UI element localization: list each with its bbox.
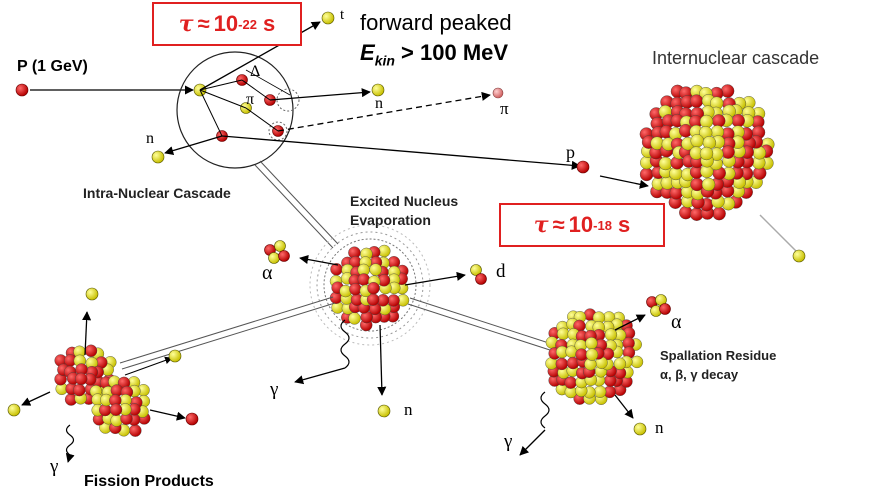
nucleon: [585, 337, 598, 350]
nucleon: [701, 177, 716, 192]
transition-to-excited: [254, 160, 339, 249]
nucleon: [604, 328, 618, 341]
proton-label: p: [566, 142, 575, 162]
delta-label: Δ: [250, 63, 260, 80]
transition-lines: [119, 296, 556, 376]
nucleon: [658, 156, 673, 171]
nucleon: [367, 282, 380, 295]
nucleon: [699, 114, 714, 129]
fission-emissions: [7, 287, 199, 463]
triton-label: t: [340, 7, 345, 23]
ekin-threshold: > 100 MeV: [401, 40, 508, 65]
nucleon: [712, 206, 726, 221]
approx-symbol: ≈: [197, 11, 210, 36]
incoming-proton: [15, 83, 194, 97]
gamma-right-label: γ: [503, 431, 512, 452]
nucleon: [84, 344, 98, 357]
ekin-threshold-text: > 100 MeV: [401, 40, 509, 65]
nucleon: [129, 424, 142, 437]
time-base: 10: [213, 11, 239, 36]
nucleon: [357, 273, 370, 286]
nucleon: [613, 357, 627, 370]
tau-symbol: τ: [533, 212, 549, 238]
spallation-emissions: [519, 294, 671, 456]
nucleon: [564, 376, 577, 389]
nucleon: [349, 283, 362, 296]
particle-symbols: t Δ π n π n p α d γ n γ α n γ: [49, 7, 682, 477]
spallation-residue-nucleus: [545, 308, 644, 405]
evaporation-label: Evaporation: [350, 212, 431, 228]
time-exponent: -22: [238, 16, 257, 32]
internuclear-cascade-nucleus: [639, 84, 775, 221]
nucleon: [690, 134, 704, 148]
time-box-fast: τ ≈ 10-22 s: [152, 2, 302, 46]
nucleon: [555, 357, 568, 371]
approx-symbol: ≈: [552, 212, 565, 237]
excited-nucleus-label: Excited Nucleus: [350, 193, 459, 209]
neutron-center-label: n: [404, 400, 413, 419]
internuclear-particle: [792, 249, 806, 263]
nucleon: [585, 348, 599, 361]
intra-nuclear-cascade-nucleus: [164, 21, 581, 170]
nucleon: [699, 146, 714, 161]
proton-to-target-arrow: [599, 175, 649, 189]
nucleon: [73, 383, 86, 397]
nucleon: [557, 327, 570, 340]
nucleon: [721, 145, 735, 159]
nucleon: [369, 263, 382, 276]
tau-symbol: τ: [178, 11, 194, 37]
gamma-left-label: γ: [49, 456, 58, 477]
pion-inner-label: π: [246, 91, 254, 108]
time-base: 10: [568, 212, 594, 237]
emitted-particles-top: [151, 11, 590, 174]
nucleon: [731, 113, 745, 128]
nucleon: [690, 177, 704, 192]
nucleon: [593, 385, 607, 398]
ekin-label: Ekin > 100 MeV: [360, 40, 508, 69]
excited-nucleus-rings: [309, 224, 431, 346]
internuclear-cascade-label: Internuclear cascade: [652, 48, 820, 68]
evaporation-products: [264, 240, 487, 418]
deuteron-label: d: [496, 261, 506, 282]
fission-fragment-b: [89, 375, 151, 437]
nucleon: [74, 372, 88, 386]
decay-modes-label: α, β, γ decay: [660, 367, 739, 382]
neutron-top-label: n: [375, 95, 383, 112]
nucleon: [348, 312, 361, 325]
excited-nucleus: [329, 244, 410, 332]
nucleon: [575, 348, 588, 361]
nucleon: [630, 355, 644, 369]
nucleon: [387, 294, 400, 307]
forward-peaked-label: forward peaked: [360, 10, 512, 35]
pion-outer-label: π: [500, 99, 509, 118]
time-unit: s: [262, 11, 276, 36]
nucleon: [109, 403, 123, 416]
intra-nuclear-cascade-label: Intra-Nuclear Cascade: [83, 185, 231, 201]
time-unit: s: [617, 212, 631, 237]
nucleon: [720, 84, 735, 98]
incoming-proton-label: P (1 GeV): [17, 58, 88, 75]
fission-products-label: Fission Products: [84, 473, 214, 490]
time-exponent: -18: [593, 217, 612, 233]
alpha-center-label: α: [262, 262, 273, 284]
internuclear-trail: [759, 214, 798, 253]
nucleon: [639, 167, 654, 182]
alpha-right-label: α: [671, 311, 682, 333]
ekin-subscript: kin: [374, 52, 395, 69]
nucleon: [689, 94, 704, 108]
spallation-residue-label: Spallation Residue: [660, 348, 777, 363]
ekin-symbol: E: [360, 40, 375, 65]
gamma-center-label: γ: [269, 379, 278, 400]
neutron-right-label: n: [655, 418, 664, 437]
neutron-left-label: n: [146, 130, 154, 147]
time-box-slow: τ ≈ 10-18 s: [499, 203, 665, 247]
